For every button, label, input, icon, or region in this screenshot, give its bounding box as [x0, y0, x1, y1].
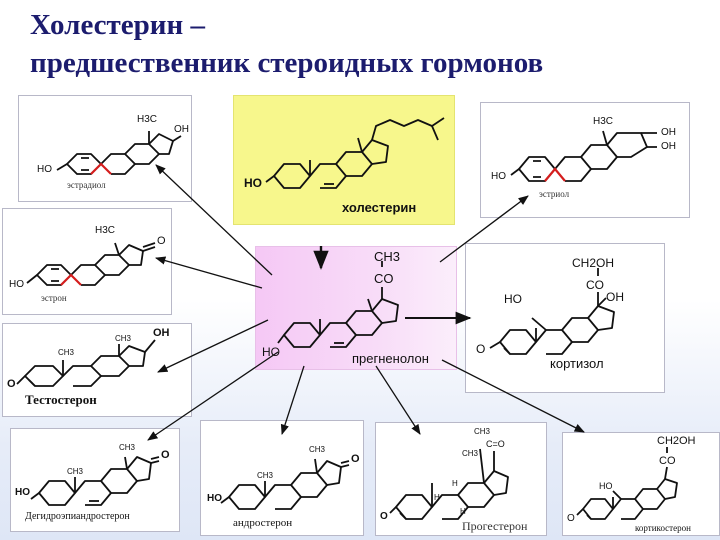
androsterone-ho-label: HO: [207, 493, 222, 504]
pregnenolone-co-label: CO: [374, 271, 394, 286]
dhea-panel: CH3 CH3 O HO Дегидроэпиандростерон: [10, 428, 180, 532]
cortisol-panel: CH2OH CO OH HO O кортизол: [465, 243, 665, 393]
cholesterol-panel: HO холестерин: [233, 95, 455, 225]
cortisol-ch2oh-label: CH2OH: [572, 256, 615, 270]
estriol-oh-label-1: OH: [661, 127, 676, 138]
androsterone-ch3-label-2: CH3: [309, 445, 326, 454]
estriol-panel: H3C OH OH HO эстриол: [480, 102, 690, 218]
androsterone-ch3-label-1: CH3: [257, 471, 274, 480]
cortisol-name: кортизол: [550, 356, 604, 371]
corticosterone-panel: CH2OH CO HO O кортикостерон: [562, 432, 720, 536]
androsterone-structure: [220, 458, 350, 510]
estriol-oh-label-2: OH: [661, 141, 676, 152]
progesterone-ch3-label-1: CH3: [474, 427, 491, 436]
pregnenolone-panel: CH3 CO HO прегненолон: [255, 246, 457, 370]
estriol-ho-label: HO: [491, 171, 506, 182]
estrone-ho-label: HO: [9, 279, 24, 290]
dhea-oxygen-label: O: [161, 449, 170, 461]
androsterone-oxygen-label: O: [351, 453, 360, 465]
title-line-1: Холестерин –: [30, 9, 205, 41]
cholesterol-ho-label: HO: [244, 176, 262, 190]
cortisol-oh-label: OH: [606, 290, 624, 304]
pregnenolone-name: прегненолон: [352, 351, 429, 366]
estrone-panel: H3C O HO эстрон: [2, 208, 172, 315]
estrone-oxygen-label: O: [157, 235, 166, 247]
androsterone-name: андростерон: [233, 517, 293, 529]
corticosterone-name: кортикостерон: [635, 523, 691, 533]
progesterone-oxygen-label: O: [380, 511, 388, 522]
progesterone-panel: CH3 C=O CH3 H H H O Прогестерон: [375, 422, 547, 536]
dhea-ch3-label-2: CH3: [119, 443, 136, 452]
testosterone-ch3-label-2: CH3: [115, 334, 132, 343]
cortisol-co-label: CO: [586, 278, 604, 292]
corticosterone-ch2oh-label: CH2OH: [657, 435, 696, 447]
estrone-h3c-label: H3C: [95, 225, 116, 236]
estrone-structure: [26, 242, 156, 286]
androsterone-panel: CH3 CH3 O HO андростерон: [200, 420, 364, 536]
estradiol-panel: H3C OH HO эстрадиол: [18, 95, 192, 202]
pregnenolone-ch3-label: CH3: [374, 249, 401, 264]
corticosterone-oxygen-label: O: [567, 513, 575, 524]
corticosterone-structure: [576, 447, 678, 520]
cholesterol-name: холестерин: [342, 200, 417, 215]
testosterone-structure: [16, 339, 156, 387]
testosterone-name: Тестостерон: [25, 392, 97, 407]
estriol-name: эстриол: [539, 189, 570, 199]
estriol-structure: [510, 130, 657, 182]
title-line-2: предшественник стероидных гормонов: [30, 47, 544, 79]
cortisol-oxygen-label: O: [476, 342, 486, 356]
testosterone-oh-label: OH: [153, 327, 170, 339]
dhea-structure: [30, 456, 160, 506]
progesterone-name: Прогестерон: [462, 519, 528, 533]
corticosterone-ho-label: HO: [599, 481, 613, 491]
progesterone-h-label-3: H: [460, 507, 466, 516]
estriol-h3c-label: H3C: [593, 116, 614, 127]
slide-title: Холестерин – предшественник стероидных г…: [30, 6, 543, 82]
estradiol-oh-label: OH: [174, 124, 189, 135]
dhea-name: Дегидроэпиандростерон: [25, 511, 130, 522]
dhea-ch3-label-1: CH3: [67, 467, 84, 476]
testosterone-oxygen-label: O: [7, 378, 16, 390]
corticosterone-co-label: CO: [659, 455, 676, 467]
estradiol-structure: [56, 131, 182, 175]
pregnenolone-structure: [277, 261, 399, 348]
cortisol-structure: [489, 268, 615, 355]
cortisol-ho-label: HO: [504, 292, 522, 306]
estradiol-h3c-label: H3C: [137, 114, 158, 125]
progesterone-structure: [389, 448, 509, 520]
progesterone-h-label-2: H: [434, 493, 440, 502]
cholesterol-structure: [265, 117, 445, 189]
estrone-name: эстрон: [41, 293, 67, 303]
pregnenolone-ho-label: HO: [262, 345, 280, 359]
testosterone-panel: CH3 CH3 OH O Тестостерон: [2, 323, 192, 417]
estradiol-name: эстрадиол: [67, 180, 106, 190]
estradiol-ho-label: HO: [37, 164, 52, 175]
dhea-ho-label: HO: [15, 487, 30, 498]
progesterone-ch3-label-2: CH3: [462, 449, 479, 458]
progesterone-h-label-1: H: [452, 479, 458, 488]
testosterone-ch3-label-1: CH3: [58, 348, 75, 357]
progesterone-co-label: C=O: [486, 439, 505, 449]
